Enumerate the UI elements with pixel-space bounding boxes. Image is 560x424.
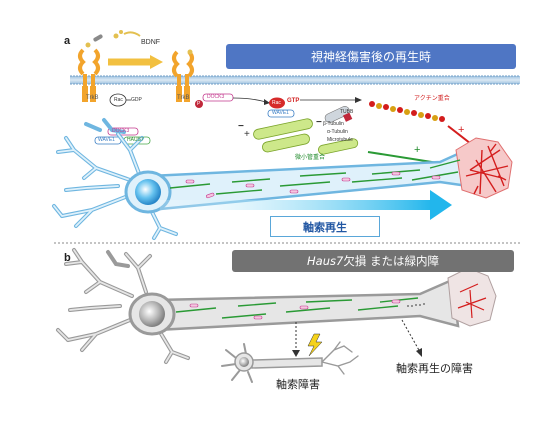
neuron-b-nucleus bbox=[139, 301, 165, 327]
trkb-receptor-right bbox=[172, 49, 194, 102]
axon-damage-label: 軸索障害 bbox=[276, 378, 320, 391]
panel-a-title: 視神経傷害後の再生時 bbox=[226, 44, 516, 69]
microtubule-polymerization-label: 微小管重合 bbox=[295, 155, 326, 161]
panel-a-letter: a bbox=[64, 35, 71, 47]
lightning-icon bbox=[307, 333, 323, 357]
plus-sign-1: + bbox=[244, 129, 250, 140]
regeneration-failure-label: 軸索再生の障害 bbox=[396, 362, 473, 375]
neuron-a-nucleus bbox=[135, 179, 161, 205]
wave1-right-box bbox=[267, 109, 295, 118]
minus-sign-1: − bbox=[316, 117, 322, 128]
wave1-right-label: WAVE1 bbox=[272, 110, 289, 116]
panel-a-title-text: 視神経傷害後の再生時 bbox=[310, 50, 431, 64]
dock3-right-box bbox=[202, 93, 234, 102]
trkb-receptor-left bbox=[78, 48, 100, 102]
haus7-italic: Haus7 bbox=[307, 254, 344, 268]
axon-regeneration-text: 軸索再生 bbox=[303, 220, 347, 234]
neuron-b-axon bbox=[154, 278, 460, 332]
growth-cone-b bbox=[447, 267, 497, 327]
tubb-label: TUBB bbox=[340, 109, 354, 115]
damaged-axon-branches bbox=[321, 341, 359, 375]
rac-gdp-rac-label: Rac bbox=[114, 97, 123, 103]
bdnf-ligand-icon bbox=[85, 30, 141, 48]
phospho-icon bbox=[195, 100, 203, 108]
axon-b-dots bbox=[407, 303, 425, 307]
axon-a-vesicles bbox=[185, 171, 441, 199]
microtubule-label: Microtubule bbox=[327, 137, 353, 143]
actin-filament bbox=[369, 101, 445, 122]
growth-cone-a bbox=[455, 137, 513, 199]
actin-polymerization-label: アクチン重合 bbox=[414, 96, 450, 102]
gdp-label: GDP bbox=[131, 97, 142, 103]
dock3-right-label: DOCK3 bbox=[207, 94, 225, 100]
cell-membrane bbox=[70, 76, 520, 84]
gtp-label: GTP bbox=[287, 98, 300, 104]
beta-tubulin-label: β-Tubulin bbox=[323, 121, 344, 127]
minus-sign-2: − bbox=[238, 121, 244, 132]
dock3-left-label: DOCK3 bbox=[112, 128, 130, 134]
axon-b-microtubules bbox=[175, 297, 419, 319]
alpha-tubulin-label: α-Tubulin bbox=[327, 129, 348, 135]
rac-gtp-icon bbox=[269, 97, 285, 109]
axon-regeneration-label: 軸索再生 bbox=[270, 216, 380, 237]
regeneration-arrow bbox=[160, 190, 452, 220]
haus7-left-label: HAUS7 bbox=[127, 137, 144, 143]
bdnf-arrow bbox=[108, 55, 163, 69]
tubb-icon bbox=[324, 106, 353, 123]
axon-b-vesicles bbox=[189, 299, 401, 320]
wave1-left-label: WAVE1 bbox=[98, 137, 115, 143]
panel-b-letter: b bbox=[64, 252, 71, 264]
panel-b-title-rest: 欠損 または緑内障 bbox=[343, 254, 439, 268]
trkb-left-label: TrkB bbox=[86, 95, 99, 101]
arrow-to-regen-failure bbox=[401, 319, 421, 353]
phospho-label: P bbox=[197, 101, 201, 107]
plus-sign-microtubule: + bbox=[414, 144, 421, 156]
rac-gtp-rac-label: Rac bbox=[272, 100, 281, 106]
bdnf-label: BDNF bbox=[141, 39, 161, 46]
damaged-neuron-small bbox=[221, 343, 253, 383]
microtubule-icon bbox=[253, 118, 359, 155]
trkb-right-label: TrkB bbox=[177, 95, 190, 101]
plus-sign-actin: + bbox=[458, 124, 465, 136]
